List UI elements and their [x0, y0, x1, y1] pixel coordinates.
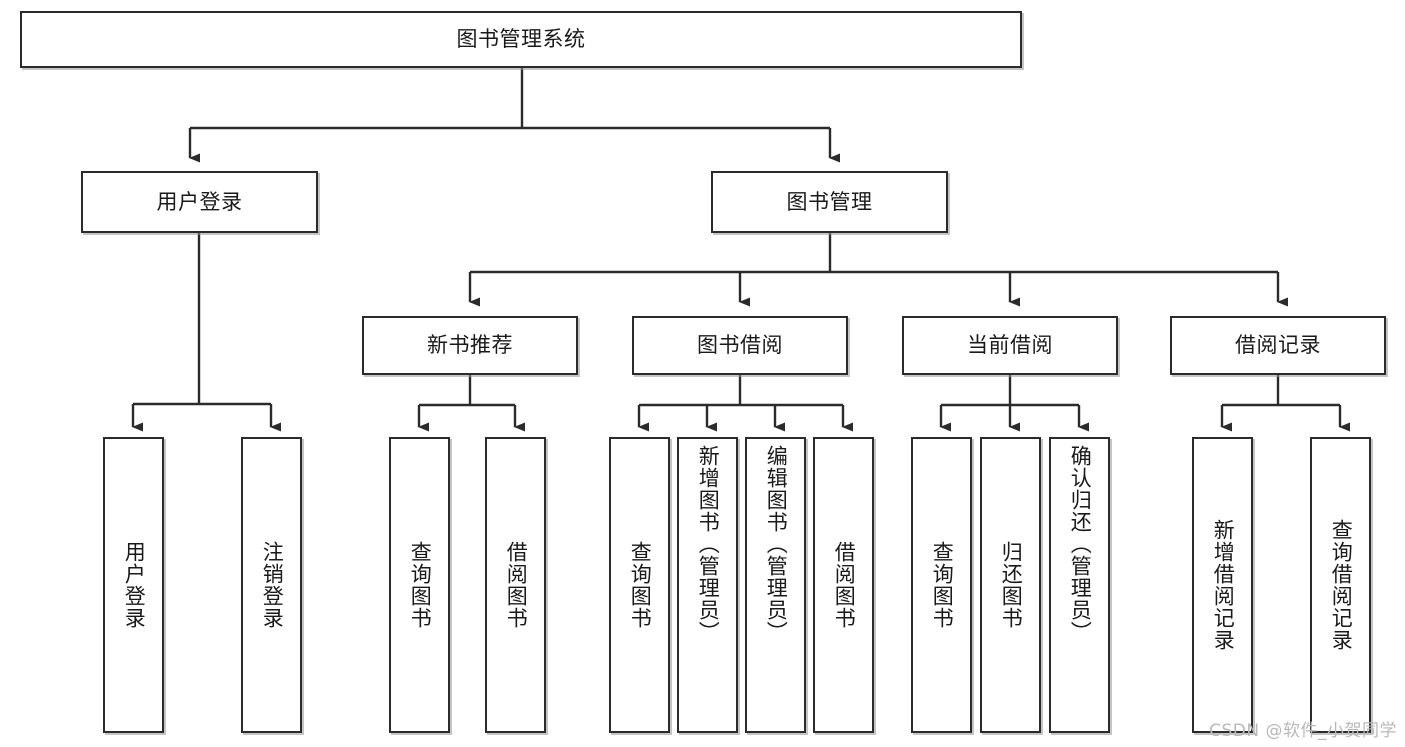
- node-leaf-query-book-2-label: 查询图书: [628, 541, 653, 629]
- node-leaf-query-book-3[interactable]: 查询图书: [911, 437, 972, 733]
- node-leaf-query-book-2[interactable]: 查询图书: [609, 437, 670, 733]
- node-leaf-add-record[interactable]: 新增借阅记录: [1192, 437, 1253, 733]
- node-leaf-return-book-label: 归还图书: [999, 541, 1024, 629]
- node-leaf-confirm-return-label: 确认归还（管理员）: [1068, 445, 1093, 643]
- node-leaf-query-book-3-label: 查询图书: [930, 541, 955, 629]
- node-leaf-confirm-return[interactable]: 确认归还（管理员）: [1049, 437, 1110, 733]
- node-leaf-query-record-label: 查询借阅记录: [1329, 519, 1354, 651]
- node-book-management-label: 图书管理: [786, 189, 873, 214]
- node-leaf-add-book-label: 新增图书（管理员）: [696, 445, 721, 643]
- node-current-borrow[interactable]: 当前借阅: [902, 316, 1118, 375]
- node-user-login[interactable]: 用户登录: [81, 171, 318, 233]
- watermark: CSDN @软件_小贺同学: [1209, 721, 1397, 741]
- node-borrow-record[interactable]: 借阅记录: [1170, 316, 1386, 375]
- node-leaf-user-login-label: 用户登录: [122, 541, 147, 629]
- node-leaf-logout-login-label: 注销登录: [260, 541, 285, 629]
- node-book-borrow-label: 图书借阅: [697, 333, 783, 358]
- node-leaf-query-book-1[interactable]: 查询图书: [389, 437, 450, 733]
- node-leaf-query-book-1-label: 查询图书: [408, 541, 433, 629]
- node-leaf-query-record[interactable]: 查询借阅记录: [1310, 437, 1371, 733]
- node-leaf-borrow-book-1[interactable]: 借阅图书: [485, 437, 546, 733]
- node-root[interactable]: 图书管理系统: [20, 11, 1022, 68]
- node-leaf-edit-book[interactable]: 编辑图书（管理员）: [745, 437, 806, 733]
- node-leaf-user-login[interactable]: 用户登录: [103, 437, 164, 733]
- node-new-book-recommend-label: 新书推荐: [427, 333, 513, 358]
- node-new-book-recommend[interactable]: 新书推荐: [362, 316, 578, 375]
- node-current-borrow-label: 当前借阅: [967, 333, 1053, 358]
- node-leaf-add-book[interactable]: 新增图书（管理员）: [677, 437, 738, 733]
- node-root-label: 图书管理系统: [456, 27, 586, 52]
- node-leaf-edit-book-label: 编辑图书（管理员）: [764, 445, 789, 643]
- node-leaf-borrow-book-2[interactable]: 借阅图书: [813, 437, 874, 733]
- node-leaf-borrow-book-2-label: 借阅图书: [832, 541, 857, 629]
- node-leaf-add-record-label: 新增借阅记录: [1211, 519, 1236, 651]
- node-book-borrow[interactable]: 图书借阅: [632, 316, 848, 375]
- node-leaf-borrow-book-1-label: 借阅图书: [504, 541, 529, 629]
- node-user-login-label: 用户登录: [156, 189, 243, 214]
- node-borrow-record-label: 借阅记录: [1235, 333, 1321, 358]
- node-book-management[interactable]: 图书管理: [711, 171, 948, 233]
- node-leaf-logout-login[interactable]: 注销登录: [241, 437, 302, 733]
- node-leaf-return-book[interactable]: 归还图书: [980, 437, 1041, 733]
